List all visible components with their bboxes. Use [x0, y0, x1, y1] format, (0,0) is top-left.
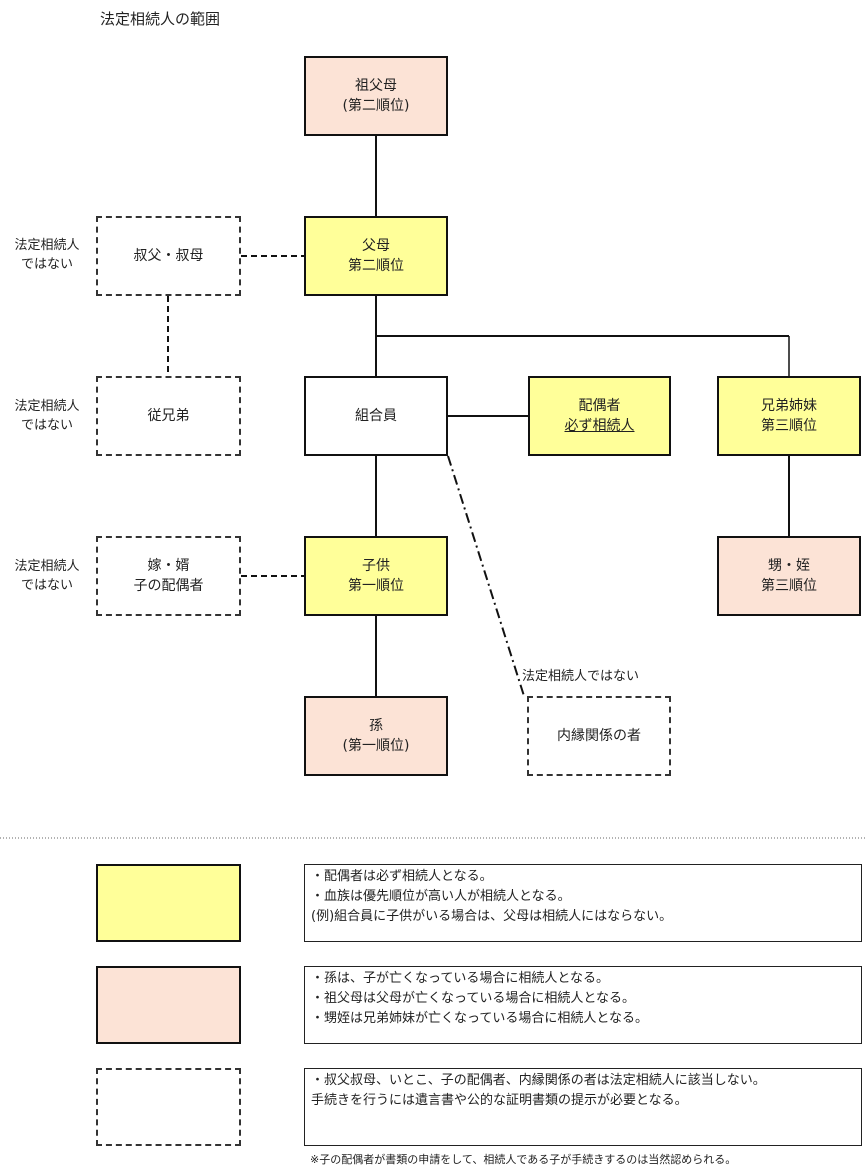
node-uncle-aunt: 叔父・叔母: [96, 216, 241, 296]
node-parents: 父母 第二順位: [304, 216, 448, 296]
not-heir-note-common-law: 法定相続人ではない: [522, 669, 640, 684]
node-member: 組合員: [304, 376, 448, 456]
node-siblings-label: 兄弟姉妹: [761, 398, 817, 414]
legend-text-pink: ・孫は、子が亡くなっている場合に相続人となる。 ・祖父母は父母が亡くなっている場…: [304, 966, 862, 1044]
node-siblings: 兄弟姉妹 第三順位: [717, 376, 861, 456]
not-heir-note-1-line1: 法定相続人: [14, 238, 80, 253]
not-heir-note-2: 法定相続人 ではない: [4, 397, 90, 435]
node-grandparents-rank: (第二順位): [342, 98, 410, 114]
legend-text-dashed: ・叔父叔母、いとこ、子の配偶者、内縁関係の者は法定相続人に該当しない。 手続きを…: [304, 1068, 862, 1146]
legend-dashed-line-2: 手続きを行うには遺言書や公的な証明書類の提示が必要となる。: [311, 1093, 688, 1108]
node-parents-label: 父母: [362, 238, 390, 254]
legend-pink-line-2: ・祖父母は父母が亡くなっている場合に相続人となる。: [311, 991, 635, 1006]
legend-text-yellow: ・配偶者は必ず相続人となる。 ・血族は優先順位が高い人が相続人となる。 (例)組…: [304, 864, 862, 942]
not-heir-note-3-line1: 法定相続人: [14, 559, 80, 574]
node-child-spouse-label: 嫁・婿: [147, 558, 190, 574]
node-member-label: 組合員: [355, 408, 397, 424]
node-grandchild-label: 孫: [369, 718, 383, 734]
node-grandchild: 孫 (第一順位): [304, 696, 448, 776]
not-heir-note-3-line2: ではない: [20, 578, 73, 593]
node-child-label: 子供: [362, 558, 390, 574]
node-child-spouse: 嫁・婿 子の配偶者: [96, 536, 241, 616]
not-heir-note-3: 法定相続人 ではない: [4, 557, 90, 595]
node-spouse-label: 配偶者: [578, 398, 621, 414]
node-common-law-label: 内縁関係の者: [557, 728, 641, 744]
node-grandparents-label: 祖父母: [355, 78, 397, 94]
node-child: 子供 第一順位: [304, 536, 448, 616]
node-spouse-status: 必ず相続人: [564, 418, 635, 434]
not-heir-note-2-line1: 法定相続人: [14, 399, 80, 414]
legend-pink-line-3: ・甥姪は兄弟姉妹が亡くなっている場合に相続人となる。: [311, 1011, 648, 1026]
node-siblings-rank: 第三順位: [761, 418, 817, 434]
node-cousin-label: 従兄弟: [147, 408, 190, 424]
legend-yellow-line-1: ・配偶者は必ず相続人となる。: [311, 869, 493, 884]
node-nephew-niece-label: 甥・姪: [768, 558, 810, 574]
not-heir-note-1: 法定相続人 ではない: [4, 236, 90, 274]
node-grandchild-rank: (第一順位): [342, 738, 410, 754]
footnote: ※子の配偶者が書類の申請をして、相続人である子が手続きするのは当然認められる。: [310, 1153, 737, 1166]
page-title: 法定相続人の範囲: [100, 10, 221, 28]
legend-swatch-dashed: [96, 1068, 241, 1146]
node-nephew-niece-rank: 第三順位: [761, 578, 817, 594]
node-spouse: 配偶者 必ず相続人: [528, 376, 671, 456]
node-uncle-aunt-label: 叔父・叔母: [133, 248, 204, 264]
not-heir-note-2-line2: ではない: [20, 418, 73, 433]
legend-dashed-line-1: ・叔父叔母、いとこ、子の配偶者、内縁関係の者は法定相続人に該当しない。: [311, 1073, 766, 1088]
legend-swatch-pink: [96, 966, 241, 1044]
node-cousin: 従兄弟: [96, 376, 241, 456]
legend-swatch-yellow: [96, 864, 241, 942]
node-child-rank: 第一順位: [348, 578, 404, 594]
legend-yellow-line-2: ・血族は優先順位が高い人が相続人となる。: [311, 889, 571, 904]
node-parents-rank: 第二順位: [348, 258, 404, 274]
node-grandparents: 祖父母 (第二順位): [304, 56, 448, 136]
node-common-law: 内縁関係の者: [527, 696, 671, 776]
legend-pink-line-1: ・孫は、子が亡くなっている場合に相続人となる。: [311, 971, 609, 986]
legend-yellow-line-3: (例)組合員に子供がいる場合は、父母は相続人にはならない。: [311, 909, 673, 924]
not-heir-note-1-line2: ではない: [20, 257, 73, 272]
node-child-spouse-desc: 子の配偶者: [133, 578, 204, 594]
node-nephew-niece: 甥・姪 第三順位: [717, 536, 861, 616]
